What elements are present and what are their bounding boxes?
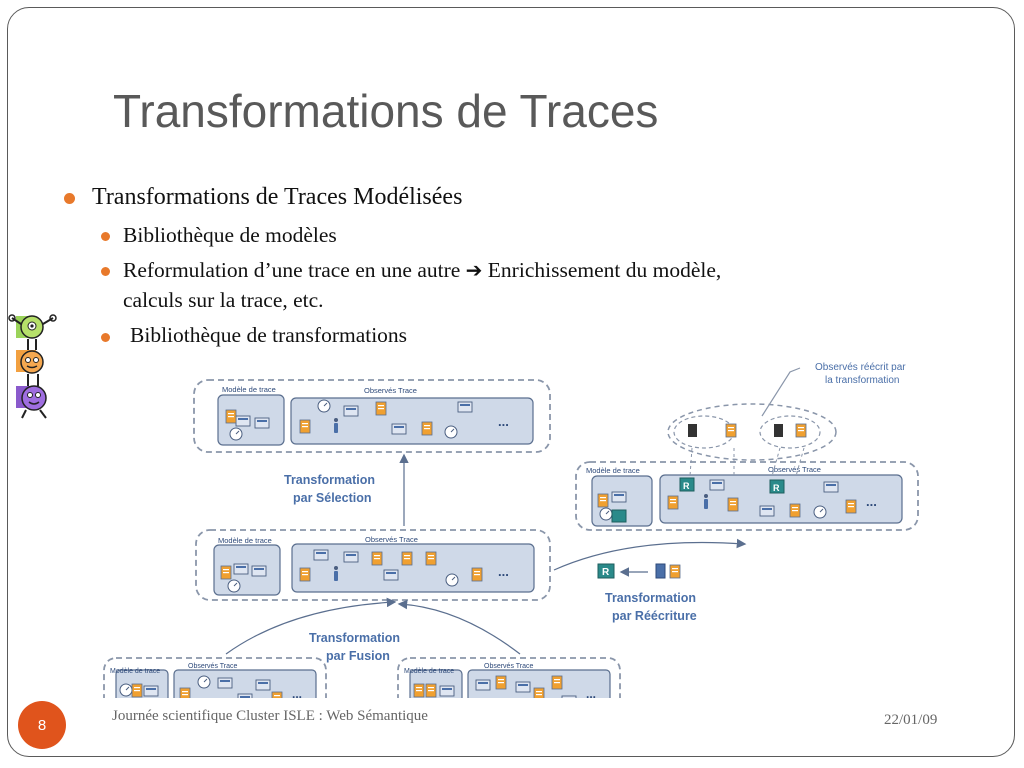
enrichment-text: Enrichissement du modèle,	[487, 258, 722, 282]
reformulation-text: Reformulation d’une trace en une autre	[123, 258, 461, 282]
ellipsis-label: ...	[292, 687, 302, 698]
rewritten-marker-letter: R	[602, 567, 610, 578]
trace-model-label: Modèle de trace	[110, 668, 160, 675]
ellipsis-label: ...	[586, 687, 596, 698]
slide-frame	[7, 7, 1015, 757]
rewritten-marker-letter: R	[683, 481, 690, 491]
observed-trace-label: Observés Trace	[188, 663, 238, 670]
bullet-dot	[101, 232, 110, 241]
bullet-dot	[64, 193, 75, 204]
rewritten-trace-group: Modèle de trace Observés Trace R R ...	[575, 461, 919, 531]
bullet-dot	[101, 267, 110, 276]
rewritten-marker-icon	[679, 477, 695, 492]
rewritten-label-line1: Observés réécrit par	[815, 362, 906, 373]
observed-trace-label: Observés Trace	[365, 535, 418, 544]
selection-label-line2: par Sélection	[293, 491, 372, 505]
observed-trace-label: Observés Trace	[768, 465, 821, 474]
ellipsis-label: ...	[866, 494, 877, 509]
fusion-label-line1: Transformation	[309, 631, 400, 645]
bullet-reformulation: Reformulation d’une trace en une autre ➔…	[123, 258, 721, 283]
source-trace-right-group: Modèle de trace Observés Trace ...	[397, 657, 621, 698]
footer-caption: Journée scientifique Cluster ISLE : Web …	[112, 708, 428, 724]
rewrite-label-line2: par Réécriture	[612, 609, 697, 623]
trace-model-label: Modèle de trace	[222, 385, 276, 394]
observed-trace-label: Observés Trace	[484, 663, 534, 670]
bullet-reformulation-line2: calculs sur la trace, etc.	[123, 288, 324, 312]
rewritten-label-line2: la transformation	[825, 375, 899, 386]
rewritten-marker-letter: R	[773, 483, 780, 493]
bullet-dot	[101, 333, 110, 342]
footer-date: 22/01/09	[884, 712, 938, 728]
bullet-level1: Transformations de Traces Modélisées	[92, 184, 463, 210]
fused-trace-group: Modèle de trace Observés Trace ...	[195, 529, 551, 601]
source-trace-left-group: Modèle de trace Observés Trace ...	[103, 657, 327, 698]
trace-model-label: Modèle de trace	[218, 536, 272, 545]
trace-model-label: Modèle de trace	[404, 668, 454, 675]
transformation-diagram: Modèle de trace Observés Trace ... Trans…	[103, 362, 919, 698]
ellipsis-label: ...	[498, 564, 509, 579]
rewritten-marker-icon	[769, 479, 785, 494]
observed-trace-box	[173, 669, 317, 698]
rewritten-marker-icon	[597, 563, 615, 579]
observed-trace-label: Observés Trace	[364, 386, 417, 395]
rewritten-observed-group: Observés réécrit par la transformation	[667, 362, 906, 477]
selected-trace-group: Modèle de trace Observés Trace ...	[193, 379, 551, 453]
rewrite-label-line1: Transformation	[605, 591, 696, 605]
fusion-label-line2: par Fusion	[326, 649, 390, 663]
rewrite-inset: R	[597, 563, 681, 579]
slide-title: Transformations de Traces	[113, 85, 659, 137]
stacked-figures-icon	[8, 314, 57, 419]
arrow-right-icon: ➔	[465, 258, 483, 282]
bullet-models-library: Bibliothèque de modèles	[123, 223, 337, 247]
page-number-badge: 8	[18, 701, 66, 749]
ellipsis-label: ...	[498, 414, 509, 429]
selection-label-line1: Transformation	[284, 473, 375, 487]
bullet-transformations-library: Bibliothèque de transformations	[130, 323, 408, 347]
trace-model-label: Modèle de trace	[586, 466, 640, 475]
